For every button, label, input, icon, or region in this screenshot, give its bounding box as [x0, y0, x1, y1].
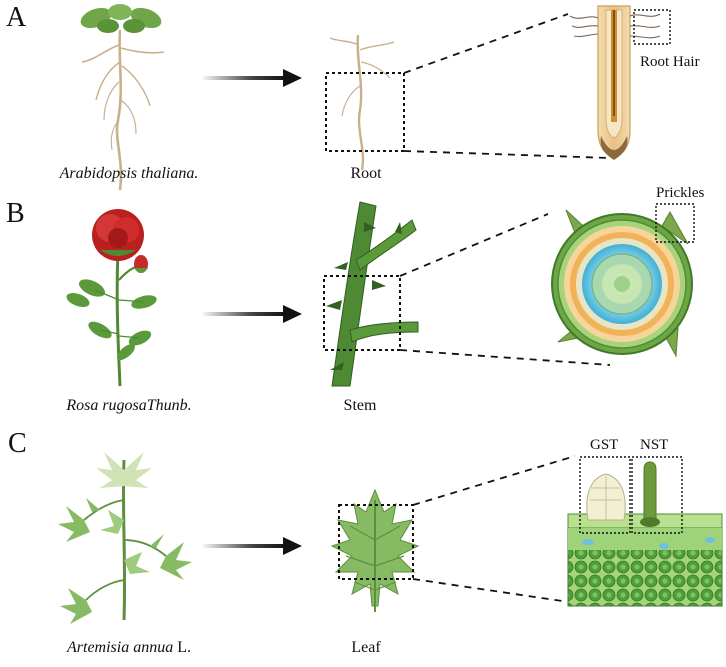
arabidopsis-plant-icon — [80, 4, 165, 191]
species-name-b: Rosa rugosaThunb. — [66, 397, 192, 414]
panel-label-a: A — [6, 2, 27, 33]
arrow-right-icon — [203, 69, 302, 87]
stem-zoom-box — [323, 275, 401, 351]
callout-nst: NST — [640, 437, 669, 453]
leaf-zoom-box — [338, 504, 414, 580]
prickles-zoom-box — [655, 203, 695, 243]
root-zoom-box — [325, 72, 405, 152]
leaf-trichome-section-icon — [567, 461, 723, 607]
stem-zoom-line-top — [399, 213, 549, 277]
root-tip-section-icon — [569, 5, 661, 160]
species-caption-a: Arabidopsis thaliana. — [54, 166, 204, 182]
species-name-c: Artemisia annua — [67, 639, 174, 656]
gst-zoom-box — [579, 456, 631, 534]
callout-root-hair: Root Hair — [640, 54, 700, 70]
leaf-zoom-line-bottom — [412, 578, 563, 602]
panel-label-c: C — [8, 428, 27, 459]
leaf-zoom-line-top — [412, 455, 576, 506]
artemisia-plant-icon — [58, 452, 192, 624]
root-icon — [329, 34, 395, 171]
root-zoom-line-top — [403, 13, 569, 74]
organ-caption-root: Root — [350, 165, 382, 182]
organ-caption-leaf: Leaf — [351, 639, 381, 656]
artemisia-leaf-icon — [330, 488, 420, 612]
root-zoom-line-bottom — [403, 150, 611, 159]
arrow-right-icon — [203, 537, 302, 555]
rose-plant-icon — [66, 209, 157, 387]
root-hair-zoom-box — [633, 9, 671, 45]
species-suffix-c: L. — [173, 639, 191, 656]
nst-zoom-box — [631, 456, 683, 534]
organ-caption-stem: Stem — [343, 397, 377, 414]
stem-zoom-line-bottom — [399, 349, 611, 366]
stem-cross-section-icon — [551, 209, 693, 358]
arrow-right-icon — [203, 305, 302, 323]
panel-label-b: B — [6, 198, 25, 229]
callout-prickles: Prickles — [656, 185, 705, 201]
species-name-a: Arabidopsis thaliana. — [59, 165, 199, 182]
callout-gst: GST — [590, 437, 619, 453]
species-caption-c: Artemisia annua L. — [54, 640, 204, 656]
species-caption-b: Rosa rugosaThunb. — [54, 398, 204, 414]
stem-with-prickles-icon — [326, 201, 419, 387]
